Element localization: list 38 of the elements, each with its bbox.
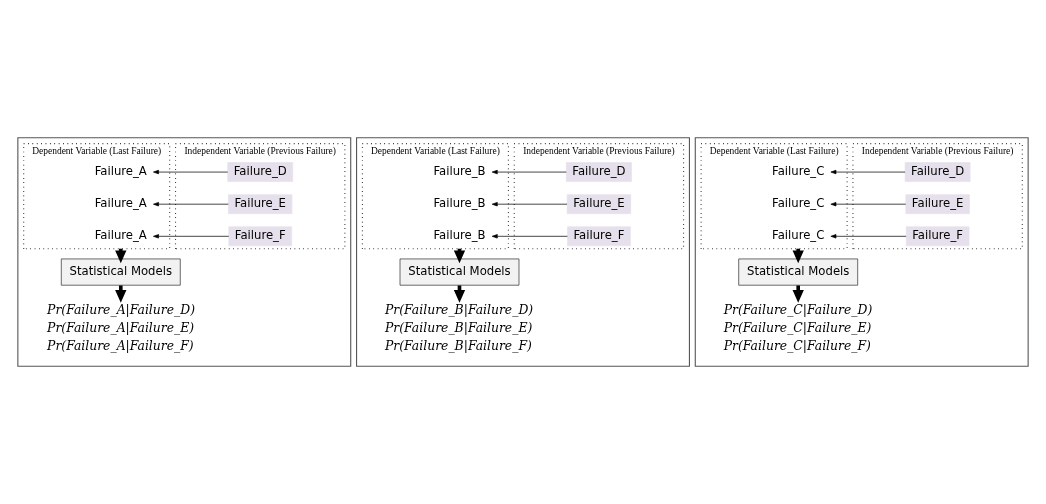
node-text: Pr(Failure_A|Failure_D) Pr(Failure_A|Failure_E) Pr(Failure_A|Failure_F) [47, 301, 196, 354]
node-box: Statistical Models [399, 258, 520, 286]
node-box: Statistical Models [738, 258, 859, 286]
cluster [694, 137, 1029, 367]
node-box: Failure_D [227, 162, 294, 182]
node-text: Failure_A [94, 195, 147, 210]
node-text: Failure_B [433, 228, 486, 243]
node-text: Failure_C [772, 163, 825, 178]
node-box: Failure_E [566, 194, 632, 215]
node-box: Failure_F [905, 226, 970, 247]
node-box: Failure_E [228, 194, 293, 215]
node-text: Failure_A [94, 228, 147, 243]
node-box: Failure_D [904, 162, 971, 182]
arrow [491, 234, 568, 239]
arrow [153, 234, 230, 239]
arrow [491, 169, 567, 175]
node-box: Failure_F [567, 226, 631, 247]
node-box: Failure_E [905, 194, 970, 215]
node-box: Statistical Models [60, 258, 181, 286]
arrow [830, 169, 906, 175]
node-text: Pr(Failure_C|Failure_D) Pr(Failure_C|Failure_E) Pr(Failure_C|Failure_F) [723, 301, 873, 354]
node-box: Failure_F [228, 226, 292, 247]
node-text: Failure_B [433, 195, 486, 210]
arrow [153, 202, 229, 207]
arrow [491, 202, 568, 207]
node-text: Failure_A [94, 163, 147, 178]
node-text: Failure_B [433, 163, 486, 178]
node-text: Pr(Failure_B|Failure_D) Pr(Failure_B|Failure_E) Pr(Failure_B|Failure_F) [385, 301, 534, 354]
arrow [830, 234, 907, 239]
arrow [792, 285, 804, 303]
cluster [356, 137, 690, 367]
arrow [830, 202, 907, 207]
arrow [115, 285, 127, 303]
node-text: Failure_C [772, 228, 825, 243]
node-text: Failure_C [772, 195, 825, 210]
node-box: Failure_D [566, 162, 632, 182]
cluster [17, 137, 352, 367]
arrow [153, 169, 229, 175]
